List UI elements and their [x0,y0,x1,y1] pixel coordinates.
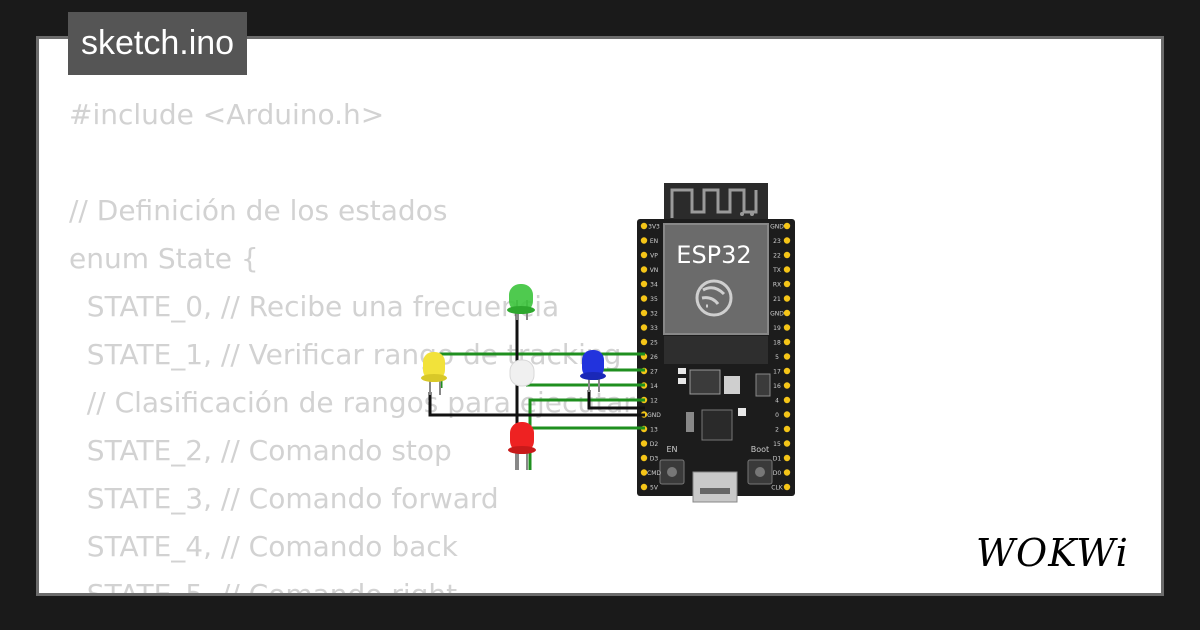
left-pin-label: VN [650,267,659,274]
right-pin-label: RX [773,282,781,289]
left-pin-vp[interactable] [640,251,648,259]
right-pin-label: 4 [775,398,779,405]
right-pin-gnd[interactable] [783,222,791,230]
left-pin-vn[interactable] [640,266,648,273]
left-pin-33[interactable] [640,324,648,331]
left-pin-cmd[interactable] [640,469,648,476]
left-pin-label: 32 [650,311,658,318]
left-pin-35[interactable] [640,295,648,302]
right-pin-tx[interactable] [783,266,791,273]
code-preview-card: #include <Arduino.h> // Definición de lo… [36,36,1164,596]
left-pin-label: 25 [650,340,658,347]
left-pin-3v3[interactable] [640,222,648,230]
right-pin-21[interactable] [783,295,791,302]
boot-button-label: Boot [751,445,769,454]
right-pin-label: 22 [773,253,781,260]
right-pin-2[interactable] [783,425,791,433]
left-pin-label: EN [650,238,658,245]
left-pin-label: 27 [650,369,658,376]
right-pin-label: D0 [773,470,782,477]
left-pin-label: VP [650,253,658,260]
left-pin-label: 26 [650,354,658,361]
right-pin-19[interactable] [783,324,791,331]
code-line: STATE_5, // Comando right [69,578,458,596]
en-button-label: EN [666,445,677,454]
led-green[interactable] [507,284,535,320]
right-pin-label: 15 [773,441,781,448]
left-pin-label: 14 [650,383,658,390]
left-pin-label: D2 [650,441,659,448]
right-pin-label: 16 [773,383,781,390]
right-pin-0[interactable] [783,411,791,418]
code-line: // Definición de los estados [69,194,448,227]
code-line: STATE_4, // Comando back [69,530,458,563]
left-pin-en[interactable] [640,237,648,244]
led-white[interactable] [509,359,535,387]
right-pin-label: CLK [771,485,784,492]
left-pin-label: 35 [650,296,658,303]
left-pin-label: 33 [650,325,658,332]
code-line: STATE_2, // Comando stop [69,434,452,467]
left-pin-label: 13 [650,427,658,434]
code-line: STATE_0, // Recibe una frecuencia [69,290,560,323]
left-pin-label: 5V [650,485,659,492]
left-pin-label: CMD [647,470,661,477]
right-pin-label: 17 [773,369,781,376]
left-pin-d2[interactable] [640,440,648,447]
left-pin-label: 3V3 [648,224,660,231]
led-yellow[interactable] [421,352,447,395]
right-pin-label: 2 [775,427,779,434]
right-pin-label: GND [770,311,784,318]
right-pin-gnd[interactable] [783,309,791,317]
right-pin-label: TX [772,267,781,274]
wires [428,313,645,470]
left-pin-label: 34 [650,282,658,289]
wokwi-logo: WOKWi [976,531,1129,575]
esp32-board[interactable]: ESP32 EN Boot 3V3ENVPVN34353233252627141… [637,183,795,503]
right-pin-22[interactable] [783,251,791,259]
right-pin-label: 19 [773,325,781,332]
right-pin-16[interactable] [783,382,791,389]
left-pin-label: D3 [650,456,659,463]
right-pin-18[interactable] [783,338,791,346]
right-pin-label: 5 [775,354,779,361]
left-pin-32[interactable] [640,309,648,317]
left-pin-34[interactable] [640,280,648,288]
esp32-label: ESP32 [676,241,751,269]
circuit-diagram: ESP32 EN Boot 3V3ENVPVN34353233252627141… [421,183,795,503]
left-pin-25[interactable] [640,338,648,346]
right-pin-label: 23 [773,238,781,245]
right-pin-label: D1 [773,456,782,463]
led-red[interactable] [508,422,536,470]
right-pin-4[interactable] [783,396,791,404]
right-pin-label: 21 [773,296,781,303]
left-pin-d3[interactable] [640,454,648,462]
left-pin-label: GND [647,412,661,419]
left-pin-5v[interactable] [640,483,648,491]
filename-tab[interactable]: sketch.ino [68,12,248,75]
right-pin-5[interactable] [783,353,791,360]
led-blue[interactable] [580,350,606,392]
right-pin-clk[interactable] [783,483,791,491]
code-line: STATE_3, // Comando forward [69,482,499,515]
right-pin-rx[interactable] [783,280,791,288]
right-pin-d1[interactable] [783,454,791,462]
right-pin-label: GND [770,224,784,231]
right-pin-15[interactable] [783,440,791,447]
code-line: #include <Arduino.h> [69,98,385,131]
right-pin-23[interactable] [783,237,791,244]
right-pin-label: 0 [775,412,779,419]
wokwi-logo-text: WOKWi [976,531,1129,575]
espressif-logo-icon [695,279,733,317]
right-pin-d0[interactable] [783,469,791,476]
right-pin-17[interactable] [783,367,791,375]
left-pin-label: 12 [650,398,658,405]
right-pin-label: 18 [773,340,781,347]
code-line: enum State { [69,242,259,275]
